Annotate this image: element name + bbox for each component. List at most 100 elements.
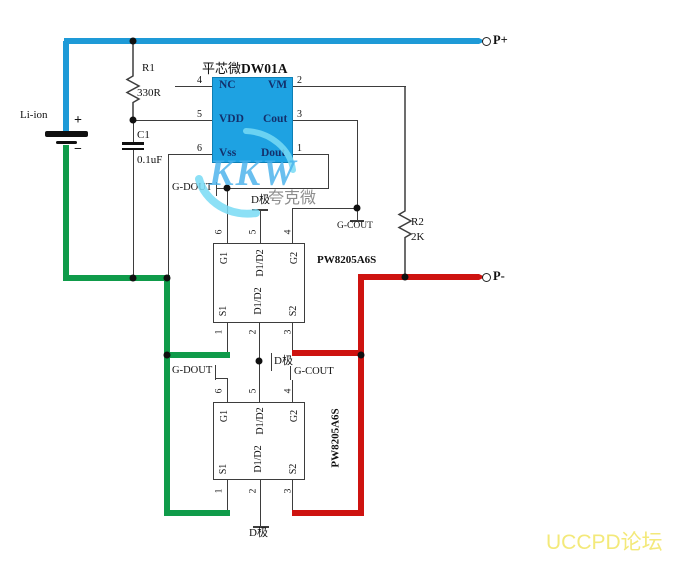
r1-resistor (125, 44, 141, 120)
p-minus-rail-v (358, 274, 364, 516)
mosfet-upper-pin1-number: 1 (214, 329, 225, 335)
junction-dot (163, 351, 171, 359)
dw01a-pin-vdd: VDD (219, 113, 244, 125)
upper-pin1-wire (226, 323, 228, 356)
junction-dot (129, 274, 137, 282)
mosfet-lower-g1: G1 (219, 409, 230, 423)
mosfet-lower-g2: G2 (289, 409, 300, 423)
dw01a-pin-nc: NC (219, 79, 236, 91)
p-minus-label: P- (493, 269, 505, 283)
gcout-mid-label: G-COUT (294, 366, 334, 377)
vm-wire (293, 85, 406, 87)
mosfet-upper-part-label: PW8205A6S (317, 254, 377, 266)
r1-value: 330R (137, 87, 161, 99)
mosfet-lower-pin6-number: 6 (214, 388, 225, 394)
dw01a-pin4-number: 4 (197, 75, 202, 86)
dw01a-pin5-number: 5 (197, 109, 202, 120)
battery-positive-plate (45, 131, 88, 137)
gdout-mid-tick (214, 365, 216, 380)
battery-label: Li-ion (20, 109, 48, 121)
c1-bottom-lead (132, 150, 134, 278)
dw01a-pin-vss: Vss (219, 147, 237, 159)
watermark-logo: KKW (209, 153, 298, 194)
upper-pin4-wire (291, 208, 293, 243)
dw01a-vendor: 平芯微 (202, 61, 242, 76)
cout-wire-v (356, 120, 358, 209)
p-plus-terminal (482, 37, 491, 46)
lower-pin3-wire (291, 480, 293, 513)
negative-branch-lower (164, 510, 230, 516)
dw01a-pin3-number: 3 (297, 109, 302, 120)
gdout-upper-label: G-DOUT (172, 182, 213, 193)
mosfet-upper-body (213, 243, 305, 323)
mosfet-upper-s2: S2 (288, 305, 299, 317)
c1-value: 0.1uF (137, 154, 163, 166)
mosfet-lower-d1d2-top: D1/D2 (255, 407, 266, 435)
mosfet-upper-pin3-number: 3 (283, 329, 294, 335)
mosfet-lower-pin1-number: 1 (214, 488, 225, 494)
mosfet-upper-pin4-number: 4 (283, 229, 294, 235)
c1-plate-top (122, 142, 144, 145)
c1-plate-bottom (122, 147, 144, 150)
junction-dot (129, 116, 137, 124)
gcout-port-bar (350, 219, 364, 222)
dw01a-title: 平芯微DW01A (202, 62, 288, 76)
junction-dot (163, 274, 171, 282)
mosfet-upper-g2: G2 (289, 251, 300, 265)
lower-pin6-wire (226, 378, 228, 402)
p-plus-rail (64, 38, 479, 44)
junction-dot (129, 37, 137, 45)
mosfet-lower-pin3-number: 3 (283, 488, 294, 494)
dw01a-part: DW01A (241, 61, 288, 76)
d-pole-top-bar (252, 208, 268, 211)
dout-wire-h1 (293, 153, 329, 155)
p-minus-branch-upper (292, 350, 364, 356)
battery-negative-wire (63, 145, 69, 281)
mosfet-upper-pin5-number: 5 (248, 229, 259, 235)
footer-watermark: UCCPD论坛 (546, 531, 663, 554)
c1-top-lead (132, 120, 134, 142)
r2-resistor (397, 86, 413, 277)
p-minus-branch-lower (292, 510, 364, 516)
mosfet-lower-d1d2-bottom: D1/D2 (253, 445, 264, 473)
watermark-cn-text: 夸克微 (268, 190, 317, 207)
mosfet-upper-d1d2-top: D1/D2 (255, 249, 266, 277)
lower-pin2-wire (259, 480, 261, 526)
dw01a-pin-cout: Cout (263, 113, 288, 125)
r2-ref: R2 (411, 216, 424, 228)
negative-rail-v (164, 275, 170, 516)
mosfet-upper-g1: G1 (219, 251, 230, 265)
dout-wire-h2 (216, 187, 329, 189)
mosfet-upper-pin2-number: 2 (248, 329, 259, 335)
mosfet-upper-pin6-number: 6 (214, 229, 225, 235)
battery-negative-plate (56, 141, 77, 144)
mosfet-lower-pin2-number: 2 (248, 488, 259, 494)
junction-dot (353, 204, 361, 212)
battery-minus-sign: − (74, 142, 82, 157)
lower-pin4-wire (291, 380, 293, 402)
junction-dot (357, 351, 365, 359)
mosfet-lower-body (213, 402, 305, 480)
d-pole-mid-tick (270, 353, 272, 371)
lower-pin1-wire (226, 480, 228, 513)
battery-plus-sign: + (74, 113, 82, 128)
gdout-mid-label: G-DOUT (172, 365, 213, 376)
negative-rail-h1 (63, 275, 170, 281)
dw01a-pin2-number: 2 (297, 75, 302, 86)
r1-ref: R1 (142, 62, 155, 74)
negative-branch-upper (164, 352, 230, 358)
cout-wire-h (293, 119, 358, 121)
r2-value: 2K (411, 231, 425, 243)
mosfet-lower-s2: S2 (288, 463, 299, 475)
battery-positive-wire (63, 41, 69, 132)
vss-wire-h (168, 153, 213, 155)
mosfet-upper-d1d2-bottom: D1/D2 (253, 287, 264, 315)
upper-pin3-wire (291, 323, 293, 354)
dw01a-pin6-number: 6 (197, 143, 202, 154)
gcout-upper-label: G-COUT (337, 221, 373, 231)
mosfet-upper-s1: S1 (218, 305, 229, 317)
p-minus-terminal (482, 273, 491, 282)
mosfet-lower-part-label: PW8205A6S (329, 408, 342, 468)
d-pole-bottom-bar (253, 525, 269, 528)
